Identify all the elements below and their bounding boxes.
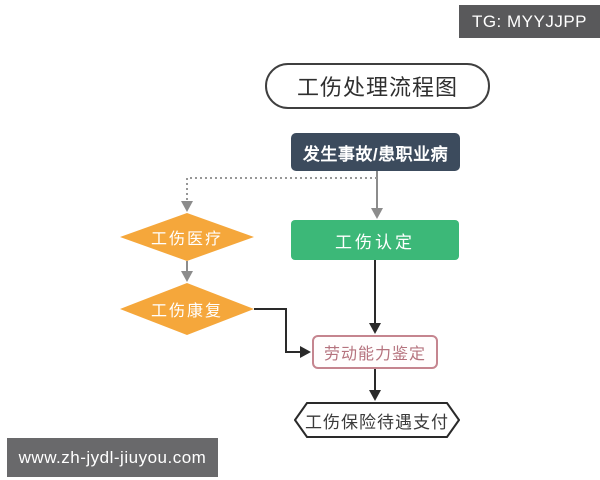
arrow-start-to-determination (371, 171, 383, 219)
hexagon-shape (293, 402, 461, 438)
node-medical-diamond: 工伤医疗 (120, 213, 254, 261)
url-watermark-badge: www.zh-jydl-jiuyou.com (7, 438, 218, 477)
tg-watermark-badge: TG: MYYJJPP (459, 5, 600, 38)
node-accident-start: 发生事故/患职业病 (291, 133, 460, 171)
arrow-assessment-to-payment (369, 369, 381, 401)
arrow-determination-to-assessment (369, 260, 381, 334)
node-payment-label: 工伤保险待遇支付 (305, 412, 449, 432)
arrow-medical-to-rehab (181, 261, 193, 282)
arrow-start-to-medical-dotted (181, 177, 377, 212)
node-rehab-diamond: 工伤康复 (120, 283, 254, 335)
flowchart-title: 工伤处理流程图 (265, 63, 490, 109)
node-determination: 工伤认定 (291, 220, 459, 260)
node-assessment: 劳动能力鉴定 (312, 335, 438, 369)
node-payment-hexagon: 工伤保险待遇支付 (293, 402, 461, 438)
arrow-rehab-to-assessment (254, 308, 311, 358)
